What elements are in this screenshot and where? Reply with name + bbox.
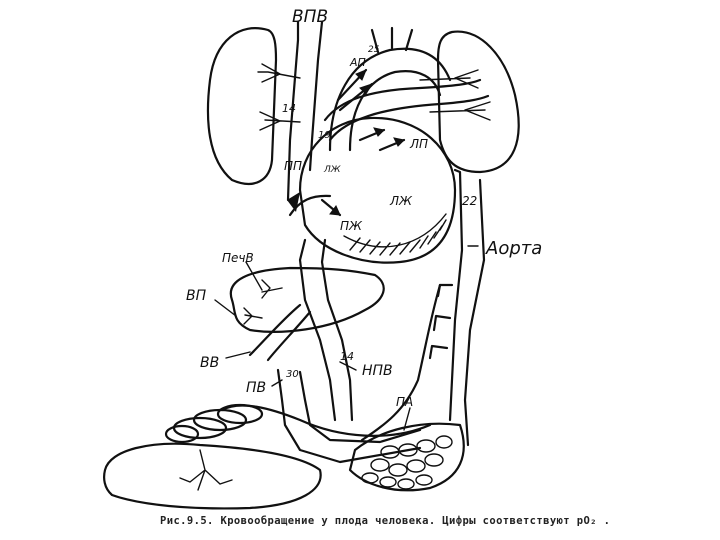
aortic-branches: [430, 285, 452, 358]
label-left-ventricle: ЛЖ: [389, 194, 413, 208]
label-svc: ВПВ: [292, 7, 328, 27]
label-umbilical-vein: ПВ: [246, 380, 266, 396]
label-svc-po2: 25: [368, 45, 380, 55]
right-lung: [208, 28, 276, 184]
body-outline-right: [465, 180, 484, 445]
label-portal-vein: ВП: [186, 288, 207, 304]
label-ivc-po2: 14: [340, 350, 354, 363]
ivc-vessel-right: [322, 240, 352, 420]
label-aorta: Аорта: [485, 238, 542, 259]
label-umbilical-artery: ПА: [396, 395, 413, 409]
label-ivc: НПВ: [362, 363, 393, 379]
pelvic-capillary-network: [362, 436, 452, 489]
label-right-ventricle: ПЖ: [340, 219, 363, 233]
left-lung: [438, 32, 519, 172]
figure-caption: Рис.9.5. Кровообращение у плода человека…: [160, 515, 680, 527]
umbilical-cord-coils: [166, 405, 262, 442]
label-right-atrium: ПП: [284, 159, 302, 173]
label-aorta-po2: 22: [462, 194, 477, 208]
label-ra-po2: 14: [282, 102, 296, 115]
liver: [231, 268, 384, 332]
label-pulmonary-artery: АП: [349, 56, 366, 69]
label-left-po2: 19: [318, 130, 331, 141]
label-left-atrium: ЛП: [409, 137, 428, 151]
label-lower-la: ЛЖ: [323, 165, 341, 175]
label-hepatic-veins: ПечВ: [222, 251, 254, 265]
label-uv-po2: 30: [286, 369, 299, 380]
label-ductus-venosus: ВВ: [200, 355, 219, 371]
